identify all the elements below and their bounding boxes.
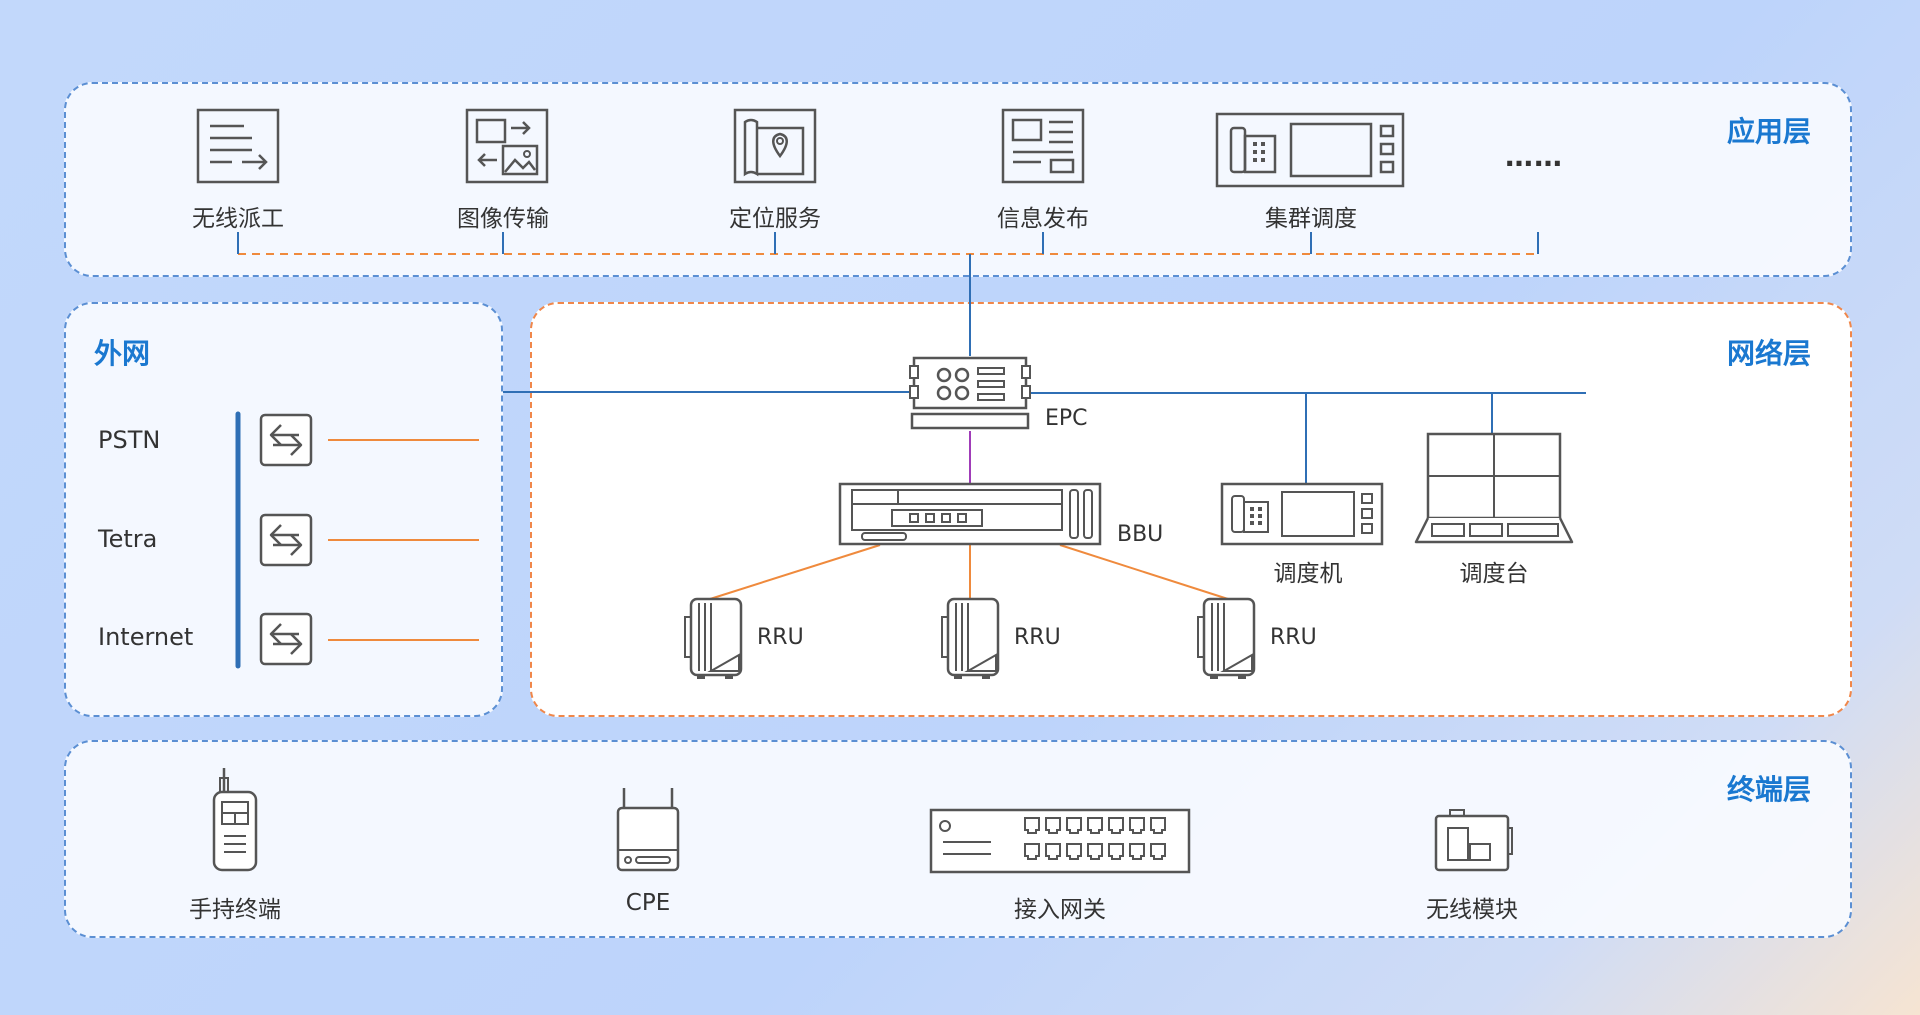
terminal-item-label: CPE bbox=[625, 890, 671, 916]
dispatch-console-icon bbox=[1414, 432, 1574, 544]
application-layer-title: 应用层 bbox=[1727, 115, 1812, 148]
info-publish-icon bbox=[1001, 108, 1085, 184]
app-item-label: 信息发布 bbox=[997, 206, 1089, 232]
wireless-module-icon bbox=[1434, 809, 1513, 872]
rru-radio-unit-icon bbox=[1197, 597, 1256, 679]
dispatcher-icon bbox=[1220, 482, 1384, 546]
bbu-baseband-icon bbox=[838, 482, 1102, 546]
gateway-switch-icon bbox=[259, 513, 313, 567]
external-item-label: Tetra bbox=[98, 525, 158, 553]
gateway-switch-icon bbox=[259, 413, 313, 467]
app-item-label: 图像传输 bbox=[457, 206, 549, 232]
handheld-terminal-icon bbox=[212, 768, 258, 872]
terminal-item-label: 接入网关 bbox=[1014, 897, 1106, 923]
cpe-router-icon bbox=[616, 788, 680, 872]
terminal-item-label: 无线模块 bbox=[1426, 897, 1518, 923]
rru-label: RRU bbox=[1270, 625, 1317, 650]
epc-core-icon bbox=[909, 356, 1031, 430]
terminal-item-label: 手持终端 bbox=[189, 897, 281, 923]
terminal-layer-title: 终端层 bbox=[1727, 773, 1812, 806]
dispatcher-label: 调度机 bbox=[1273, 561, 1343, 587]
access-gateway-icon bbox=[929, 808, 1191, 874]
app-item-label: 无线派工 bbox=[192, 206, 284, 232]
app-item-label: 集群调度 bbox=[1265, 206, 1357, 232]
rru-radio-unit-icon bbox=[941, 597, 1000, 679]
external-item-label: PSTN bbox=[98, 426, 161, 454]
external-item-label: Internet bbox=[98, 623, 194, 651]
rru-radio-unit-icon bbox=[684, 597, 743, 679]
network-layer-box bbox=[530, 302, 1852, 717]
more-apps-ellipsis: …… bbox=[1505, 140, 1563, 173]
gateway-switch-icon bbox=[259, 612, 313, 666]
application-layer-box bbox=[64, 82, 1852, 277]
location-map-icon bbox=[733, 108, 817, 184]
external-network-title: 外网 bbox=[94, 337, 151, 370]
epc-label: EPC bbox=[1045, 406, 1088, 431]
console-label: 调度台 bbox=[1459, 561, 1529, 587]
app-item-label: 定位服务 bbox=[729, 206, 821, 232]
dispatch-icon bbox=[196, 108, 280, 184]
network-layer-title: 网络层 bbox=[1727, 337, 1812, 370]
trunk-dispatch-console-icon bbox=[1215, 112, 1405, 188]
bbu-label: BBU bbox=[1117, 522, 1164, 547]
rru-label: RRU bbox=[757, 625, 804, 650]
rru-label: RRU bbox=[1014, 625, 1061, 650]
image-transfer-icon bbox=[465, 108, 549, 184]
